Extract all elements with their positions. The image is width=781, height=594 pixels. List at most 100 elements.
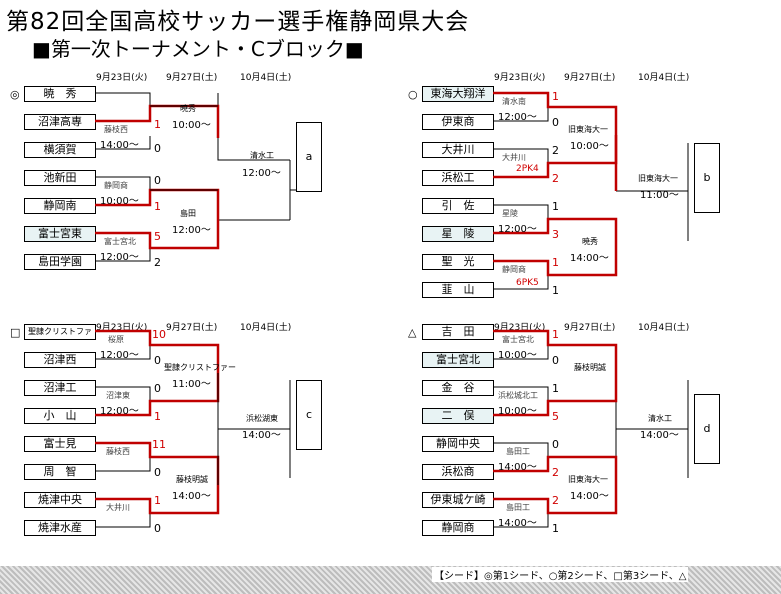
page-title: 第82回全国高校サッカー選手権静岡県大会 — [6, 9, 470, 35]
match-score: 1 — [552, 328, 559, 341]
date-round1: 9月23日(火) — [96, 323, 148, 333]
match-score: 1 — [154, 200, 161, 213]
match-time: 14:00～ — [498, 462, 537, 473]
bracket-block-a: 9月23日(火) 9月27日(土) 10月4日(土) ◎ 暁 秀 沼津高専 横須… — [0, 70, 390, 305]
match-score: 2 — [552, 172, 559, 185]
bracket-lines — [95, 329, 291, 528]
match-time: 12:00～ — [100, 406, 139, 417]
match-venue: 浜松城北工 — [498, 391, 538, 400]
match-score: 0 — [552, 116, 559, 129]
team-name: 静岡南 — [24, 198, 96, 214]
match-time: 14:00～ — [172, 491, 211, 502]
match-score: 1 — [552, 200, 559, 213]
team-name: 焼津中央 — [24, 492, 96, 508]
match-score: 1 — [552, 284, 559, 297]
match-time: 10:00～ — [498, 406, 537, 417]
match-time: 10:00～ — [172, 120, 211, 131]
match-venue: 浜松湖東 — [246, 414, 278, 423]
match-time: 10:00～ — [100, 196, 139, 207]
match-score: 2 — [552, 494, 559, 507]
date-round3: 10月4日(土) — [240, 73, 292, 83]
match-score: 2 — [154, 256, 161, 269]
match-time: 12:00～ — [498, 112, 537, 123]
final-label: b — [694, 143, 720, 213]
date-round2: 9月27日(土) — [564, 73, 616, 83]
match-venue: 静岡商 — [502, 265, 526, 274]
match-venue: 島田工 — [506, 503, 530, 512]
match-venue: 旧東海大一 — [638, 174, 678, 183]
date-round3: 10月4日(土) — [638, 323, 690, 333]
match-score: 1 — [154, 494, 161, 507]
match-time: 12:00～ — [100, 252, 139, 263]
match-time: 14:00～ — [242, 430, 281, 441]
match-score: 0 — [154, 174, 161, 187]
match-score: 1 — [552, 90, 559, 103]
match-score: 5 — [154, 230, 161, 243]
team-name: 島田学園 — [24, 254, 96, 270]
match-venue: 大井川 — [106, 503, 130, 512]
team-name: 韮 山 — [422, 282, 494, 298]
bracket-lines — [493, 91, 689, 290]
match-venue: 星陵 — [502, 209, 518, 218]
match-venue: 清水工 — [648, 414, 672, 423]
team-name: 横須賀 — [24, 142, 96, 158]
match-time: 14:00～ — [570, 253, 609, 264]
match-score: 0 — [154, 354, 161, 367]
team-name: 富士宮北 — [422, 352, 494, 368]
team-name: 引 佐 — [422, 198, 494, 214]
match-venue: 暁秀 — [180, 104, 196, 113]
match-score: 0 — [154, 142, 161, 155]
team-name: 池新田 — [24, 170, 96, 186]
match-venue: 藤枝明誠 — [176, 475, 208, 484]
match-score: 0 — [154, 382, 161, 395]
match-time: 14:00～ — [498, 518, 537, 529]
team-name: 浜松商 — [422, 464, 494, 480]
match-score: 1 — [552, 256, 559, 269]
match-venue: 富士宮北 — [104, 237, 136, 246]
match-time: 12:00～ — [242, 168, 281, 179]
date-round3: 10月4日(土) — [240, 323, 292, 333]
match-venue: 旧東海大一 — [568, 125, 608, 134]
match-score: 1 — [154, 118, 161, 131]
team-name: 沼津工 — [24, 380, 96, 396]
team-name: 伊東城ケ崎 — [422, 492, 494, 508]
date-round1: 9月23日(火) — [494, 73, 546, 83]
final-label: c — [296, 380, 322, 450]
pk-result: 2PK4 — [516, 164, 539, 174]
bracket-block-d: 9月23日(火) 9月27日(土) 10月4日(土) △ 吉 田 富士宮北 金 … — [398, 320, 781, 555]
match-score: 11 — [152, 438, 166, 451]
team-name: 小 山 — [24, 408, 96, 424]
match-score: 1 — [154, 410, 161, 423]
pk-result: 6PK5 — [516, 278, 539, 288]
match-time: 14:00～ — [570, 491, 609, 502]
date-round3: 10月4日(土) — [638, 73, 690, 83]
match-score: 5 — [552, 410, 559, 423]
match-score: 0 — [154, 522, 161, 535]
match-venue: 島田 — [180, 209, 196, 218]
match-score: 1 — [552, 382, 559, 395]
match-venue: 藤枝西 — [104, 125, 128, 134]
seed-marker: □ — [10, 326, 21, 339]
team-name: 聖 光 — [422, 254, 494, 270]
seed-legend: 【シード】◎第1シード、○第2シード、□第3シード、△ — [432, 567, 689, 582]
match-venue: 島田工 — [506, 447, 530, 456]
match-venue: 桜原 — [108, 335, 124, 344]
match-time: 12:00～ — [498, 224, 537, 235]
match-score: 0 — [552, 438, 559, 451]
date-round1: 9月23日(火) — [494, 323, 546, 333]
match-venue: 藤枝西 — [106, 447, 130, 456]
match-time: 14:00～ — [640, 430, 679, 441]
match-score: 1 — [552, 522, 559, 535]
date-round2: 9月27日(土) — [564, 323, 616, 333]
date-round2: 9月27日(土) — [166, 323, 218, 333]
team-name: 浜松工 — [422, 170, 494, 186]
match-venue: 清水南 — [502, 97, 526, 106]
seed-marker: ○ — [408, 88, 418, 101]
team-name: 静岡中央 — [422, 436, 494, 452]
team-name: 沼津高専 — [24, 114, 96, 130]
team-name: 周 智 — [24, 464, 96, 480]
match-score: 0 — [154, 466, 161, 479]
match-venue: 沼津東 — [106, 391, 130, 400]
match-venue: 暁秀 — [582, 237, 598, 246]
final-label: d — [694, 394, 720, 464]
